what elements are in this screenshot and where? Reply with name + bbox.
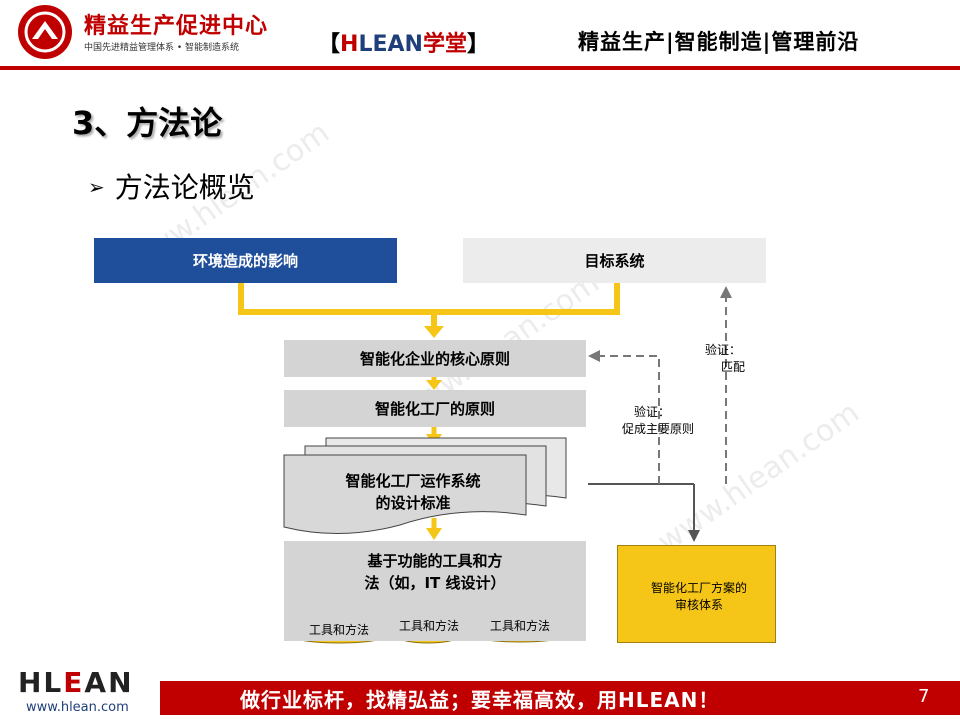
design-standard-label: 智能化工厂运作系统 的设计标准: [300, 470, 526, 514]
environment-impact-box: 环境造成的影响: [94, 238, 397, 283]
verify-promote-label: 验证： 促成主要原则: [622, 404, 694, 438]
logo-icon: [18, 5, 72, 59]
review-connector: [588, 483, 700, 542]
design-standard-document-stack: [283, 437, 567, 535]
brand-xuetang: 学堂: [422, 32, 467, 57]
verify-match-line-2: 匹配: [721, 360, 746, 374]
dashed-verify-arrows: [598, 296, 727, 484]
tools-methods-label: 基于功能的工具和方 法（如，IT 线设计）: [284, 550, 586, 594]
design-line-1: 智能化工厂运作系统: [345, 472, 481, 490]
subtitle-text: 方法论概览: [114, 171, 255, 204]
brand-close-bracket: 】: [466, 32, 489, 57]
brand-open-bracket: 【: [318, 32, 341, 57]
brand-title: 【HLEAN学堂】: [318, 26, 489, 58]
brand-lean: LEAN: [358, 32, 423, 57]
logo-title: 精益生产促进中心: [84, 14, 269, 39]
footer-url-link[interactable]: www.hlean.com: [26, 700, 129, 715]
header-tagline: 精益生产|智能制造|管理前沿: [578, 30, 860, 54]
core-principles-box: 智能化企业的核心原则: [284, 340, 586, 377]
cylinder-label: 工具和方法: [398, 619, 459, 633]
verify-match-line-1: 验证：: [705, 343, 742, 357]
review-system-box: [617, 545, 776, 643]
slide-title: 3、方法论: [72, 104, 223, 142]
footer-logo-e: E: [63, 666, 85, 699]
bullet-arrow-icon: ➢: [88, 175, 105, 199]
tools-methods-box: [284, 541, 586, 641]
footer-bar: [160, 681, 960, 715]
cylinder-label: 工具和方法: [489, 619, 550, 633]
footer-logo-hl: HL: [18, 666, 64, 699]
verify-promote-line-1: 验证：: [634, 405, 671, 419]
footer-slogan: 做行业标杆，找精弘益；要幸福高效，用HLEAN！: [240, 688, 720, 712]
cylinder-label: 工具和方法: [308, 623, 369, 637]
footer-logo: HLEAN: [18, 666, 134, 699]
review-system-label: 智能化工厂方案的 审核体系: [624, 580, 774, 614]
brand-h: H: [340, 32, 359, 57]
verify-promote-line-2: 促成主要原则: [622, 422, 695, 436]
tools-line-2: 法（如，IT 线设计）: [364, 574, 506, 592]
tools-line-1: 基于功能的工具和方: [367, 552, 503, 570]
footer-logo-an: AN: [84, 666, 134, 699]
design-line-2: 的设计标准: [375, 494, 451, 512]
slide-subtitle: ➢ 方法论概览: [88, 166, 255, 206]
factory-principles-box: 智能化工厂的原则: [284, 390, 586, 427]
header-divider: [0, 66, 960, 70]
logo-subtitle: 中国先进精益管理体系 • 智能制造系统: [84, 43, 240, 53]
verify-match-label: 验证： 匹配: [705, 342, 745, 376]
review-line-2: 审核体系: [674, 598, 723, 612]
page-number: 7: [918, 686, 930, 707]
target-system-box: 目标系统: [463, 238, 766, 283]
review-line-1: 智能化工厂方案的: [650, 581, 747, 595]
